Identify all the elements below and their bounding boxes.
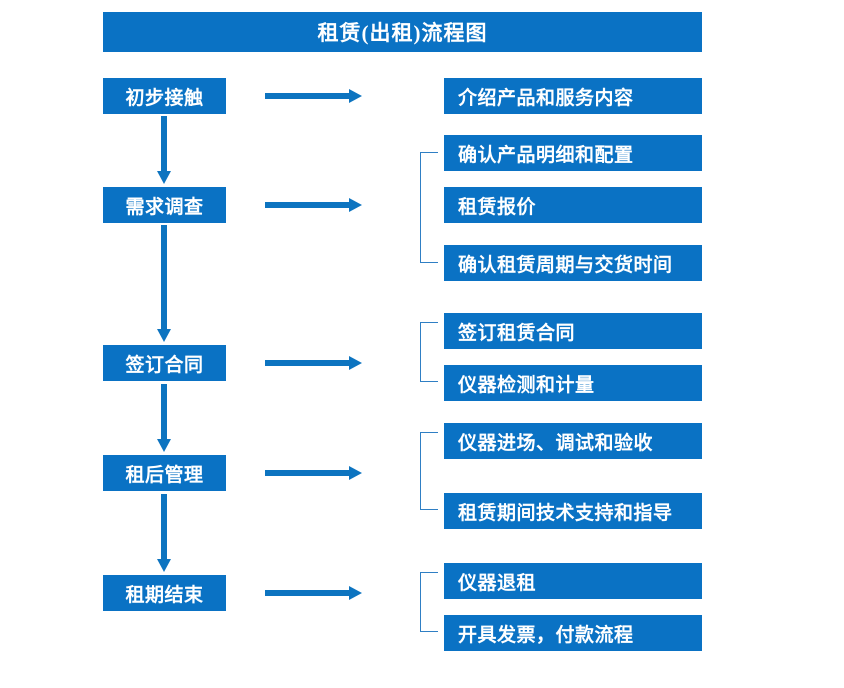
horizontal-arrow-stage5 [265,586,362,600]
bracket-group-stage5 [420,572,438,632]
detail-box-5[interactable]: 签订租赁合同 [444,313,702,349]
detail-box-8[interactable]: 租赁期间技术支持和指导 [444,493,702,529]
diagram-title: 租赁(出租)流程图 [103,12,702,52]
bracket-group-stage4 [420,432,438,510]
detail-box-9[interactable]: 仪器退租 [444,563,702,599]
stage-box-5[interactable]: 租期结束 [103,575,226,611]
bracket-group-stage2 [420,152,438,263]
stage-box-1[interactable]: 初步接触 [103,78,226,114]
detail-box-4[interactable]: 确认租赁周期与交货时间 [444,245,702,281]
vertical-arrow-stage2-stage3 [157,225,171,342]
detail-box-2[interactable]: 确认产品明细和配置 [444,135,702,171]
stage-box-4[interactable]: 租后管理 [103,455,226,491]
horizontal-arrow-stage4 [265,466,362,480]
vertical-arrow-stage3-stage4 [157,384,171,452]
vertical-arrow-stage1-stage2 [157,116,171,184]
horizontal-arrow-stage3 [265,356,362,370]
detail-box-1[interactable]: 介绍产品和服务内容 [444,78,702,114]
vertical-arrow-stage4-stage5 [157,494,171,572]
detail-box-10[interactable]: 开具发票，付款流程 [444,615,702,651]
horizontal-arrow-stage1 [265,89,362,103]
detail-box-3[interactable]: 租赁报价 [444,187,702,223]
horizontal-arrow-stage2 [265,198,362,212]
stage-box-2[interactable]: 需求调查 [103,187,226,223]
bracket-group-stage3 [420,322,438,382]
detail-box-7[interactable]: 仪器进场、调试和验收 [444,423,702,459]
detail-box-6[interactable]: 仪器检测和计量 [444,365,702,401]
stage-box-3[interactable]: 签订合同 [103,345,226,381]
